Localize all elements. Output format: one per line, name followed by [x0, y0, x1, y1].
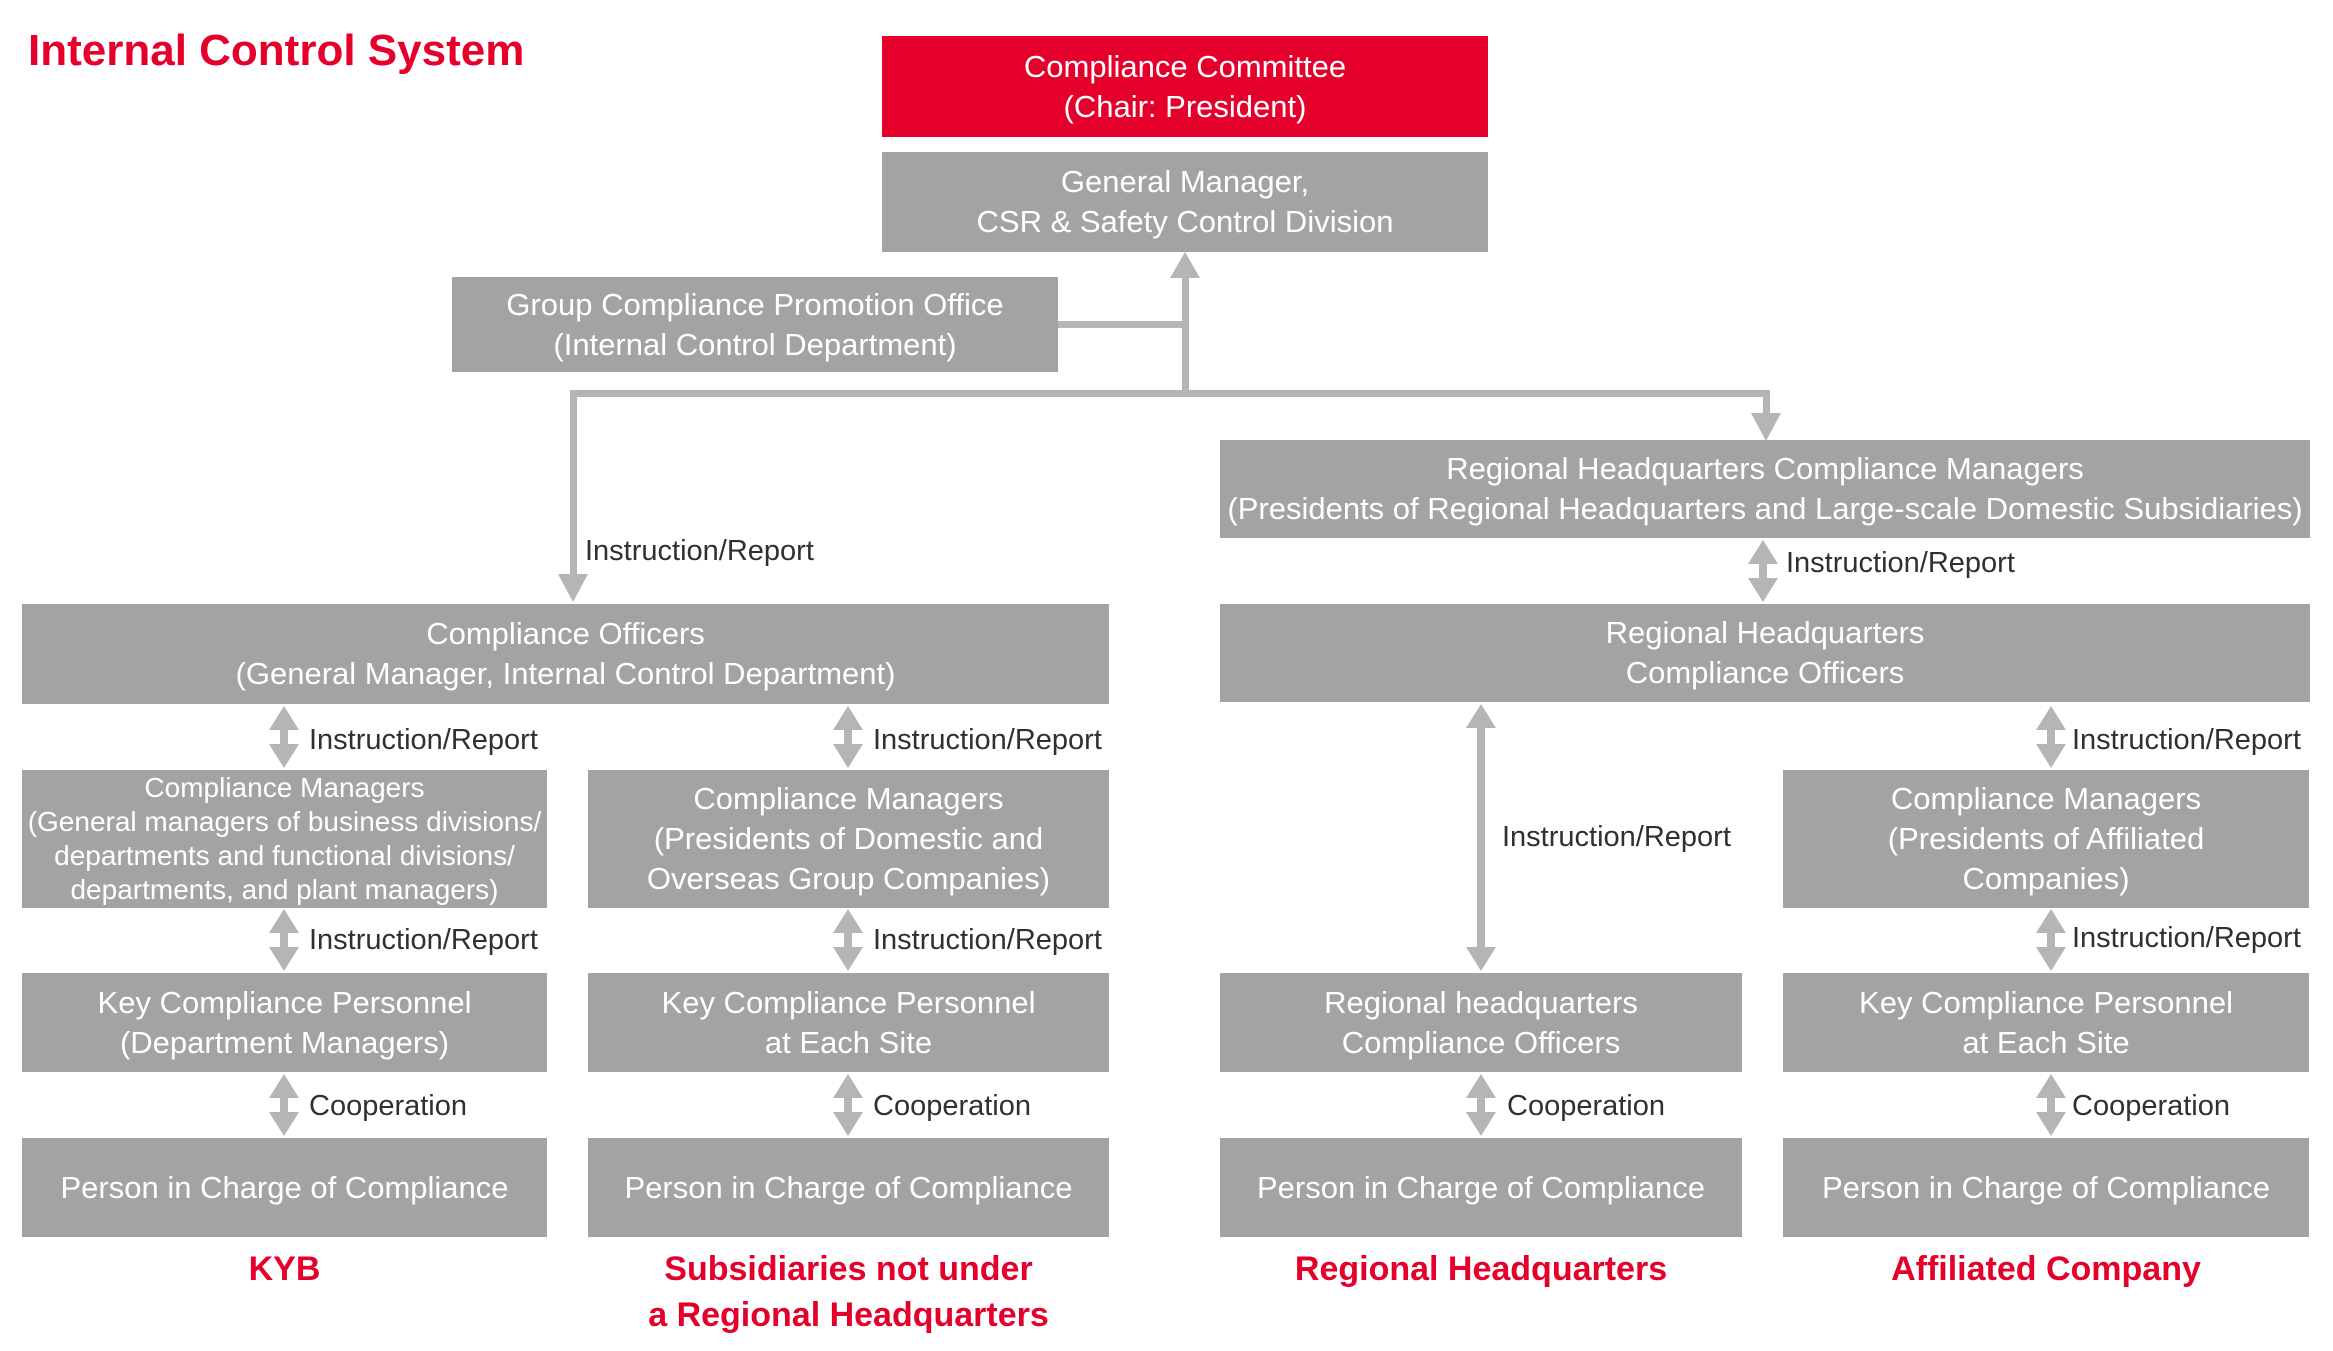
flow-label-cooperation: Cooperation	[2072, 1090, 2230, 1122]
box-compliance-committee: Compliance Committee (Chair: President)	[882, 36, 1488, 137]
flow-label-instruction-report: Instruction/Report	[873, 924, 1102, 956]
box-rhq-compliance-officers: Regional Headquarters Compliance Officer…	[1220, 604, 2310, 702]
double-arrow-icon	[1466, 1074, 1496, 1136]
box-group-compliance-promotion-office: Group Compliance Promotion Office (Inter…	[452, 277, 1058, 372]
double-arrow-icon	[269, 909, 299, 971]
page-title: Internal Control System	[28, 26, 525, 75]
double-arrow-icon	[2036, 706, 2066, 768]
box-key-compliance-personnel-affiliated: Key Compliance Personnel at Each Site	[1783, 973, 2309, 1072]
flow-label-instruction-report: Instruction/Report	[309, 924, 538, 956]
box-general-manager: General Manager, CSR & Safety Control Di…	[882, 152, 1488, 252]
flow-label-cooperation: Cooperation	[309, 1090, 467, 1122]
box-compliance-managers-kyb: Compliance Managers (General managers of…	[22, 770, 547, 908]
flow-label-instruction-report: Instruction/Report	[2072, 724, 2301, 756]
box-rhq-compliance-managers: Regional Headquarters Compliance Manager…	[1220, 440, 2310, 538]
box-compliance-managers-affiliated: Compliance Managers (Presidents of Affil…	[1783, 770, 2309, 908]
flow-label-cooperation: Cooperation	[873, 1090, 1031, 1122]
flow-label-instruction-report: Instruction/Report	[1786, 547, 2015, 579]
column-label-affiliated-company: Affiliated Company	[1891, 1250, 2201, 1288]
double-arrow-long-icon	[1466, 704, 1496, 971]
box-key-compliance-personnel-subsidiaries: Key Compliance Personnel at Each Site	[588, 973, 1109, 1072]
double-arrow-icon	[2036, 909, 2066, 971]
box-person-in-charge-subsidiaries: Person in Charge of Compliance	[588, 1138, 1109, 1237]
double-arrow-icon	[269, 1074, 299, 1136]
box-rhq-compliance-officers-site: Regional headquarters Compliance Officer…	[1220, 973, 1742, 1072]
double-arrow-icon	[833, 909, 863, 971]
box-compliance-officers: Compliance Officers (General Manager, In…	[22, 604, 1109, 704]
box-person-in-charge-affiliated: Person in Charge of Compliance	[1783, 1138, 2309, 1237]
column-label-subsidiaries: Subsidiaries not under a Regional Headqu…	[648, 1250, 1049, 1334]
connector-arrowhead-up-icon	[1170, 252, 1200, 278]
connector-arrowhead-down-left-icon	[558, 574, 588, 602]
connector-gcpo-line	[1058, 321, 1182, 328]
column-label-kyb: KYB	[248, 1250, 321, 1288]
flow-label-instruction-report: Instruction/Report	[2072, 922, 2301, 954]
flow-label-instruction-report: Instruction/Report	[309, 724, 538, 756]
connector-left-drop-line	[570, 390, 577, 576]
box-person-in-charge-rhq: Person in Charge of Compliance	[1220, 1138, 1742, 1237]
flow-label-instruction-report: Instruction/Report	[1502, 821, 1731, 853]
connector-right-drop-line	[1763, 390, 1770, 416]
double-arrow-icon	[833, 1074, 863, 1136]
box-key-compliance-personnel-kyb: Key Compliance Personnel (Department Man…	[22, 973, 547, 1072]
double-arrow-icon	[269, 706, 299, 768]
column-label-regional-headquarters: Regional Headquarters	[1294, 1250, 1668, 1288]
connector-distribution-line	[570, 390, 1770, 397]
double-arrow-icon	[2036, 1074, 2066, 1136]
flow-label-instruction-report: Instruction/Report	[873, 724, 1102, 756]
double-arrow-icon	[1748, 540, 1778, 602]
connector-riser-line	[1182, 278, 1189, 397]
box-compliance-managers-subsidiaries: Compliance Managers (Presidents of Domes…	[588, 770, 1109, 908]
box-person-in-charge-kyb: Person in Charge of Compliance	[22, 1138, 547, 1237]
flow-label-cooperation: Cooperation	[1507, 1090, 1665, 1122]
double-arrow-icon	[833, 706, 863, 768]
connector-arrowhead-down-right-icon	[1751, 413, 1781, 441]
flow-label-instruction-report: Instruction/Report	[585, 535, 814, 567]
